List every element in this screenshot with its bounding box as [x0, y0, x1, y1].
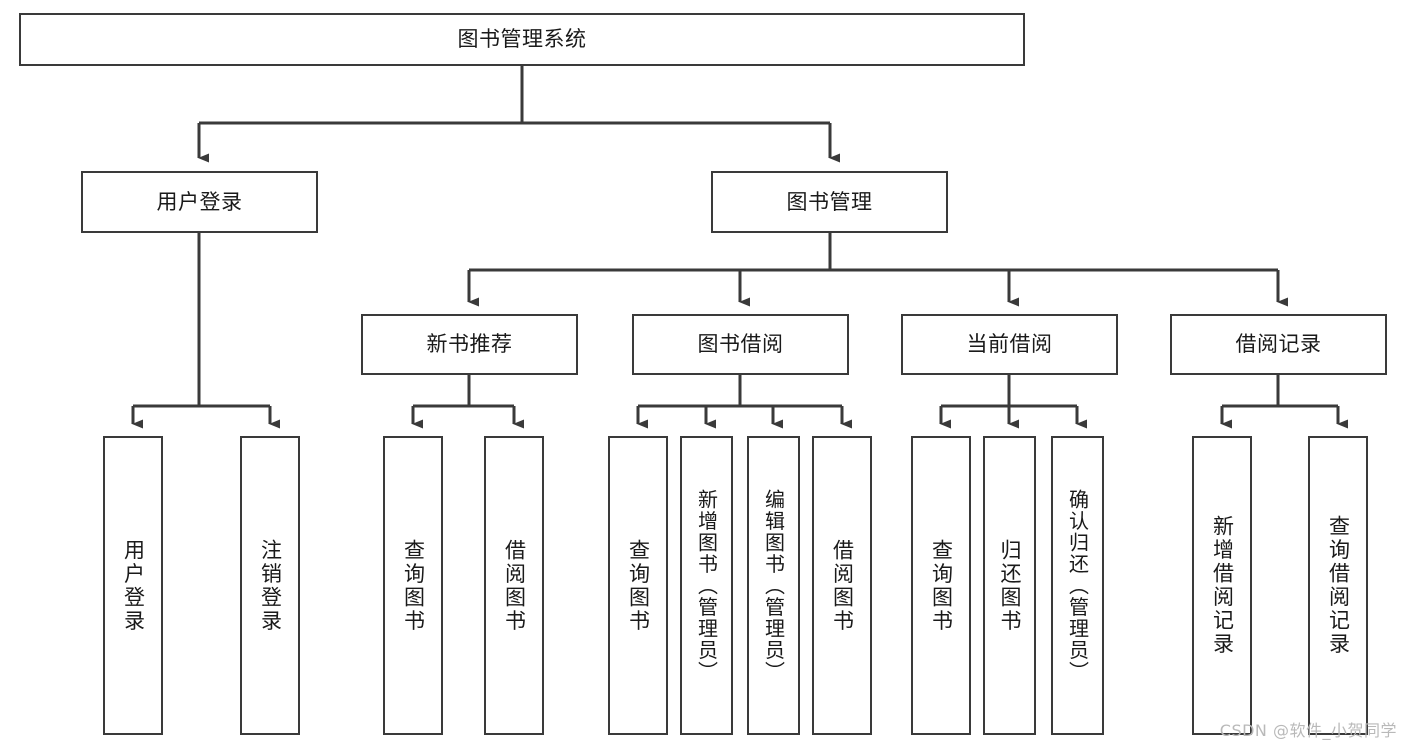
node-leaf-return-book[interactable]: 归还图书 — [983, 436, 1036, 735]
node-current-borrow[interactable]: 当前借阅 — [901, 314, 1118, 375]
node-leaf-user-logout[interactable]: 注销登录 — [240, 436, 300, 735]
node-new-book-recommend[interactable]: 新书推荐 — [361, 314, 578, 375]
node-leaf-query-book-3[interactable]: 查询图书 — [911, 436, 971, 735]
node-book-borrow[interactable]: 图书借阅 — [632, 314, 849, 375]
node-leaf-query-book-1-label: 查询图书 — [401, 538, 426, 633]
node-leaf-query-book-3-label: 查询图书 — [929, 538, 954, 633]
node-leaf-query-book-2-label: 查询图书 — [626, 538, 651, 633]
node-leaf-query-borrow-record[interactable]: 查询借阅记录 — [1308, 436, 1368, 735]
node-leaf-borrow-book-1-label: 借阅图书 — [502, 538, 527, 633]
node-new-book-recommend-label: 新书推荐 — [426, 332, 513, 357]
node-book-management[interactable]: 图书管理 — [711, 171, 948, 233]
node-book-borrow-label: 图书借阅 — [697, 332, 784, 357]
node-leaf-user-login[interactable]: 用户登录 — [103, 436, 163, 735]
node-user-login[interactable]: 用户登录 — [81, 171, 318, 233]
node-leaf-query-book-2[interactable]: 查询图书 — [608, 436, 668, 735]
node-root-system[interactable]: 图书管理系统 — [19, 13, 1025, 66]
node-current-borrow-label: 当前借阅 — [966, 332, 1053, 357]
node-leaf-borrow-book-2-label: 借阅图书 — [830, 538, 855, 633]
node-root-label: 图书管理系统 — [457, 27, 587, 52]
node-leaf-user-login-label: 用户登录 — [121, 538, 146, 633]
node-borrow-record[interactable]: 借阅记录 — [1170, 314, 1387, 375]
node-leaf-add-book-admin-label: 新增图书（管理员） — [694, 488, 719, 683]
node-leaf-borrow-book-2[interactable]: 借阅图书 — [812, 436, 872, 735]
node-borrow-record-label: 借阅记录 — [1235, 332, 1322, 357]
node-book-management-label: 图书管理 — [786, 189, 873, 214]
node-leaf-confirm-return-admin-label: 确认归还（管理员） — [1065, 488, 1090, 683]
node-leaf-edit-book-admin[interactable]: 编辑图书（管理员） — [747, 436, 800, 735]
node-leaf-user-logout-label: 注销登录 — [258, 538, 283, 633]
node-leaf-add-book-admin[interactable]: 新增图书（管理员） — [680, 436, 733, 735]
node-leaf-query-book-1[interactable]: 查询图书 — [383, 436, 443, 735]
node-leaf-borrow-book-1[interactable]: 借阅图书 — [484, 436, 544, 735]
node-leaf-return-book-label: 归还图书 — [998, 538, 1022, 633]
node-leaf-add-borrow-record[interactable]: 新增借阅记录 — [1192, 436, 1252, 735]
node-leaf-edit-book-admin-label: 编辑图书（管理员） — [761, 488, 786, 683]
node-leaf-confirm-return-admin[interactable]: 确认归还（管理员） — [1051, 436, 1104, 735]
node-leaf-query-borrow-record-label: 查询借阅记录 — [1326, 515, 1351, 656]
node-leaf-add-borrow-record-label: 新增借阅记录 — [1210, 515, 1235, 656]
node-user-login-label: 用户登录 — [156, 189, 243, 214]
